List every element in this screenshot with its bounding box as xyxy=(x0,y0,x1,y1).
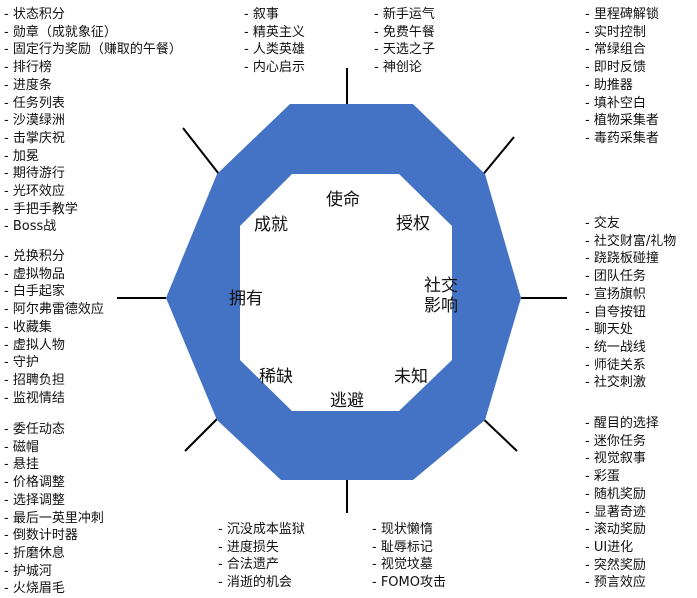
list-item: 勋章（成就象征） xyxy=(4,24,182,42)
list-item: 进度条 xyxy=(4,77,182,95)
list-item: 社交刺激 xyxy=(585,374,676,392)
list-item: 宣扬旗帜 xyxy=(585,286,676,304)
list-item: 委任动态 xyxy=(4,421,104,439)
list-item: 状态积分 xyxy=(4,6,182,24)
list-item: 虚拟人物 xyxy=(4,337,104,355)
list-item: 选择调整 xyxy=(4,492,104,510)
list-item: 交友 xyxy=(585,215,676,233)
list-item: 醒目的选择 xyxy=(585,415,659,433)
list-item: 视觉叙事 xyxy=(585,450,659,468)
list-item: 虚拟物品 xyxy=(4,266,104,284)
core-label-top: 使命 xyxy=(326,190,360,210)
list-item: 阿尔弗雷德效应 xyxy=(4,301,104,319)
list-item: 内心启示 xyxy=(244,59,305,77)
list-item: 火烧眉毛 xyxy=(4,580,104,598)
list-item: 招聘负担 xyxy=(4,372,104,390)
list-item: 滚动奖励 xyxy=(585,521,659,539)
list-item: 随机奖励 xyxy=(585,486,659,504)
list-item: 团队任务 xyxy=(585,268,676,286)
list-top-left: 状态积分勋章（成就象征）固定行为奖励（赚取的午餐）排行榜进度条任务列表沙漠绿洲击… xyxy=(4,6,182,236)
list-item: 师徒关系 xyxy=(585,357,676,375)
list-item: FOMO攻击 xyxy=(372,574,446,592)
list-item: 视觉坟墓 xyxy=(372,556,446,574)
list-item: 迷你任务 xyxy=(585,433,659,451)
list-top-center-left: 叙事精英主义人类英雄内心启示 xyxy=(244,6,305,77)
list-item: 现状懒惰 xyxy=(372,521,446,539)
list-middle-right: 交友社交财富/礼物跷跷板碰撞团队任务宣扬旗帜自夸按钮聊天处统一战线师徒关系社交刺… xyxy=(585,215,676,392)
core-label-bottom-right: 未知 xyxy=(394,367,428,387)
core-label-bottom: 逃避 xyxy=(330,391,364,411)
list-item: 免费午餐 xyxy=(374,24,435,42)
list-item: 突然奖励 xyxy=(585,557,659,575)
list-item: 击掌庆祝 xyxy=(4,130,182,148)
list-item: 沙漠绿洲 xyxy=(4,112,182,130)
list-item: 社交财富/礼物 xyxy=(585,233,676,251)
list-item: 常绿组合 xyxy=(585,41,659,59)
list-item: 精英主义 xyxy=(244,24,305,42)
list-item: 显著奇迹 xyxy=(585,504,659,522)
list-item: 折磨休息 xyxy=(4,545,104,563)
list-item: 植物采集者 xyxy=(585,112,659,130)
list-item: 彩蛋 xyxy=(585,468,659,486)
list-item: UI进化 xyxy=(585,539,659,557)
list-item: 最后一英里冲刺 xyxy=(4,510,104,528)
list-item: 预言效应 xyxy=(585,574,659,592)
spoke-bottom-left xyxy=(184,412,224,452)
list-item: 助推器 xyxy=(585,77,659,95)
list-item: 人类英雄 xyxy=(244,41,305,59)
list-bottom-center-right: 现状懒惰耻辱标记视觉坟墓FOMO攻击 xyxy=(372,521,446,592)
list-item: 倒数计时器 xyxy=(4,527,104,545)
list-item: 实时控制 xyxy=(585,24,659,42)
list-item: 收藏集 xyxy=(4,319,104,337)
core-label-bottom-left: 稀缺 xyxy=(259,367,293,387)
list-item: 里程碑解锁 xyxy=(585,6,659,24)
list-top-right: 里程碑解锁实时控制常绿组合即时反馈助推器填补空白植物采集者毒药采集者 xyxy=(585,6,659,148)
list-item: 填补空白 xyxy=(585,95,659,113)
list-item: Boss战 xyxy=(4,218,182,236)
core-label-top-right: 授权 xyxy=(396,214,430,234)
list-item: 价格调整 xyxy=(4,474,104,492)
list-item: 叙事 xyxy=(244,6,305,24)
list-bottom-right: 醒目的选择迷你任务视觉叙事彩蛋随机奖励显著奇迹滚动奖励UI进化突然奖励预言效应 xyxy=(585,415,659,592)
list-item: 消逝的机会 xyxy=(218,574,305,592)
list-item: 光环效应 xyxy=(4,183,182,201)
list-item: 任务列表 xyxy=(4,95,182,113)
list-item: 白手起家 xyxy=(4,283,104,301)
list-item: 期待游行 xyxy=(4,165,182,183)
list-item: 兑换积分 xyxy=(4,248,104,266)
list-item: 聊天处 xyxy=(585,321,676,339)
list-bottom-left: 委任动态磁帽悬挂价格调整选择调整最后一英里冲刺倒数计时器折磨休息护城河火烧眉毛 xyxy=(4,421,104,598)
octagon-ring-inner xyxy=(240,174,452,411)
list-item: 排行榜 xyxy=(4,59,182,77)
list-item: 即时反馈 xyxy=(585,59,659,77)
list-item: 进度损失 xyxy=(218,539,305,557)
list-item: 跷跷板碰撞 xyxy=(585,250,676,268)
list-item: 加冕 xyxy=(4,148,182,166)
core-label-right: 社交 影响 xyxy=(424,276,458,316)
list-item: 悬挂 xyxy=(4,456,104,474)
core-label-top-left: 成就 xyxy=(254,215,288,235)
list-item: 守护 xyxy=(4,354,104,372)
list-item: 统一战线 xyxy=(585,339,676,357)
list-item: 合法遗产 xyxy=(218,556,305,574)
list-item: 新手运气 xyxy=(374,6,435,24)
list-top-center-right: 新手运气免费午餐天选之子神创论 xyxy=(374,6,435,77)
core-label-left: 拥有 xyxy=(229,289,263,309)
list-item: 天选之子 xyxy=(374,41,435,59)
list-item: 神创论 xyxy=(374,59,435,77)
list-middle-left: 兑换积分虚拟物品白手起家阿尔弗雷德效应收藏集虚拟人物守护招聘负担监视情结 xyxy=(4,248,104,407)
list-item: 磁帽 xyxy=(4,439,104,457)
list-item: 毒药采集者 xyxy=(585,130,659,148)
list-item: 护城河 xyxy=(4,563,104,581)
list-item: 监视情结 xyxy=(4,390,104,408)
list-item: 沉没成本监狱 xyxy=(218,521,305,539)
list-item: 自夸按钮 xyxy=(585,304,676,322)
list-item: 固定行为奖励（赚取的午餐） xyxy=(4,41,182,59)
list-bottom-center-left: 沉没成本监狱进度损失合法遗产消逝的机会 xyxy=(218,521,305,592)
list-item: 手把手教学 xyxy=(4,201,182,219)
list-item: 耻辱标记 xyxy=(372,539,446,557)
